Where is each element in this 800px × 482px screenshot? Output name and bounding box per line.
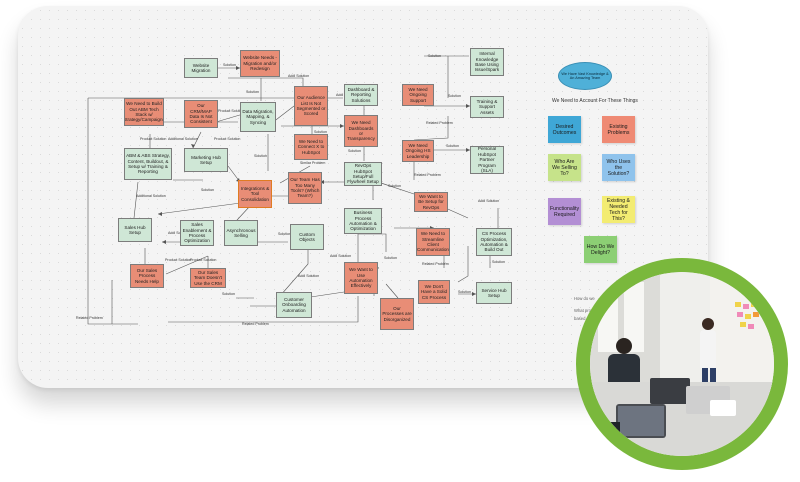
diagram-node: Sales Enablement & Process Optimization	[180, 220, 214, 246]
diagram-node: Custom Objects	[290, 224, 324, 250]
diagram-node: We Want to Use Automation Effectively	[344, 262, 378, 294]
sticky-note: Existing Problems	[602, 116, 635, 143]
wire-label: Solution	[388, 184, 401, 188]
wire-label: Product Solution	[165, 258, 192, 262]
wire-label: Product Solution	[214, 137, 241, 141]
diagram-node: We Don't Have a Solid CS Process	[418, 280, 450, 304]
diagram-node: Our Processes are Disorganized	[380, 298, 414, 330]
sticky-note: Desired Outcomes	[548, 116, 581, 143]
diagram-node: Training & Support Assets	[470, 96, 504, 118]
diagram-node: We Need to Build Out ABM Tech Stack w/ S…	[124, 98, 164, 126]
diagram-node: Sales Hub Setup	[118, 218, 152, 242]
diagram-node: Marketing Hub Setup	[184, 148, 228, 172]
sticky-note: How Do We Delight?	[584, 236, 617, 263]
diagram-node: Data Migration, Mapping, & Syncing	[240, 102, 276, 132]
sticky-note: Who Are We Selling To?	[548, 154, 581, 181]
wire-label: Addl Solution	[288, 74, 310, 78]
diagram-node: Our Audience List Is Not Segmented or Sc…	[294, 86, 328, 126]
wire-label: Solution	[384, 256, 397, 260]
wire-label: Related Problem	[76, 316, 103, 320]
sticky-note: Who Uses the Solution?	[602, 154, 635, 181]
wire-label: Solution	[254, 154, 267, 158]
whiteboard: Solution Addl Solution Addl Solution Sol…	[18, 6, 708, 388]
panel-heading: We Need to Account For These Things	[552, 98, 638, 104]
diagram-node: We Need Ongoing HS Leadership	[402, 140, 434, 162]
wire-label: Solution	[246, 90, 259, 94]
sticky-note: Existing & Needed Tech for This?	[602, 196, 635, 223]
diagram-node: Service Hub Setup	[476, 282, 512, 304]
knowledge-cloud: We Have Vast Knowledge & An Amazing Team	[558, 62, 612, 90]
wire-label: Similar Problem	[300, 161, 326, 165]
wire-label: Additional Solution	[136, 194, 166, 198]
diagram-node: Customer Onboarding Automation	[276, 292, 312, 318]
wire-label: Related Problem	[414, 173, 441, 177]
panel-note: What pro	[574, 308, 591, 313]
wire-label: Solution	[314, 130, 327, 134]
wire-label: Addl Solution	[478, 199, 500, 203]
diagram-node: Integrations & Tool Consolidation	[238, 180, 272, 208]
panel-note: based	[574, 316, 586, 321]
diagram-node: Website Needs - Migration and/or Redesig…	[240, 50, 280, 77]
wire-label: Product Solution	[218, 109, 245, 113]
wire-label: Addl Solution	[330, 254, 352, 258]
wire-label: Product Solution	[190, 258, 217, 262]
diagram-node: Dashboard & Reporting Solutions	[344, 84, 378, 106]
diagram-node: Personal HubSpot Partner Program (SLA)	[470, 146, 504, 174]
wire-label: Solution	[222, 292, 235, 296]
wire-label: Addl Solution	[298, 274, 320, 278]
wire-label: Solution	[278, 232, 291, 236]
wire-label: Solution	[223, 63, 236, 67]
diagram-node: We Need to Streamline Client Communicati…	[416, 228, 450, 256]
diagram-node: Our Sales Process Needs Help	[130, 264, 164, 288]
wire-label: Solution	[458, 290, 471, 294]
wire-label: Solution	[348, 149, 361, 153]
diagram-node: Our Sales Team Doesn't Use the CRM	[190, 268, 226, 288]
wire-label: Solution	[446, 144, 459, 148]
diagram-node: We Need to Connect X to HubSpot	[294, 134, 328, 160]
wire-label: Addl Solution	[168, 231, 190, 235]
wire-label: Solution	[428, 54, 441, 58]
office-scene-illustration	[590, 272, 774, 456]
diagram-node: We Need Ongoing Support	[402, 84, 434, 106]
diagram-node: We Need Dashboards or Transparency	[344, 115, 378, 147]
diagram-node: ABM & ABS Strategy, Content, Buildout, &…	[124, 148, 172, 180]
wire-label: Related Problem	[426, 121, 453, 125]
team-meeting-photo	[590, 272, 774, 456]
diagram-node: We Want to Be Setup for RevOps	[414, 192, 448, 212]
wire-label: Related Problem	[422, 262, 449, 266]
wire-label: Solution	[201, 188, 214, 192]
wire-label: Related Problem	[242, 322, 269, 326]
sticky-note: Functionality Required	[548, 198, 581, 225]
diagram-node: Our CRM/MAP Data Is Not Consistent	[184, 100, 218, 128]
wire-label: Solution	[448, 94, 461, 98]
wire-label: Product Solution	[140, 137, 167, 141]
diagram-node: Asynchronous Selling	[224, 220, 258, 246]
wire-label: Additional Solution	[168, 137, 198, 141]
diagram-node: Website Migration	[184, 58, 218, 78]
wire-label: Solution	[492, 260, 505, 264]
diagram-node: RevOps HubSpot Setup/Full Flywheel Setup	[344, 162, 382, 186]
diagram-node: CS Process Optimization, Automation & Bu…	[476, 228, 512, 256]
diagram-node: Internal Knowledge Base Using Issue/Spar…	[470, 48, 504, 76]
diagram-node: Our Team Has Too Many Tools? (Which Team…	[288, 172, 322, 204]
panel-note: How do we	[574, 296, 595, 301]
diagram-node: Business Process Automation & Optimizati…	[344, 208, 382, 234]
